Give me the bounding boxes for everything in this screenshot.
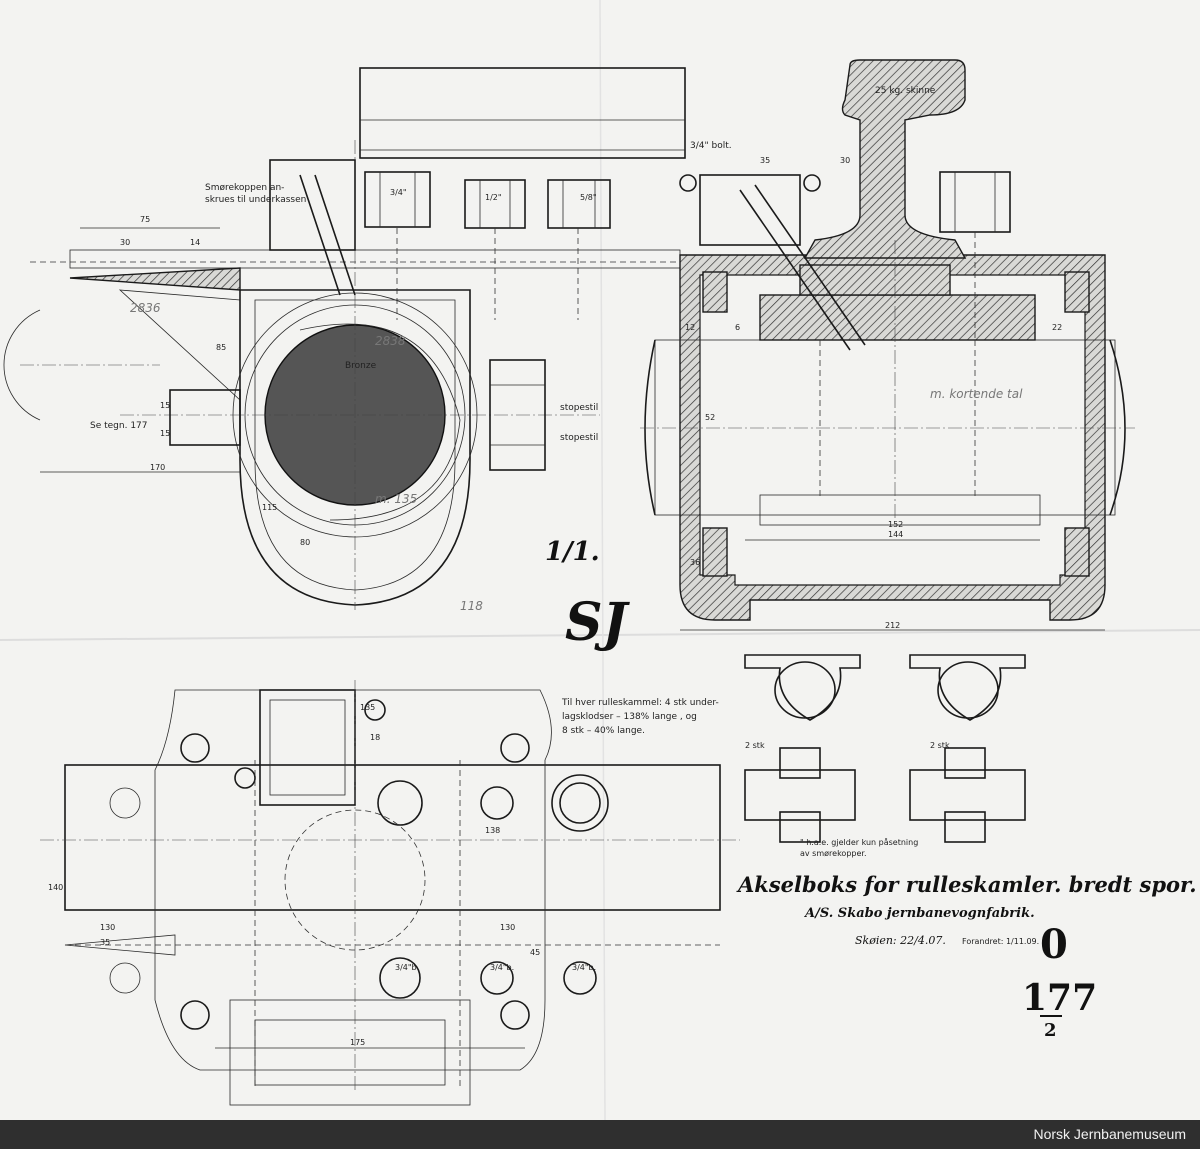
monogram: SJ xyxy=(565,592,631,653)
svg-text:15: 15 xyxy=(160,401,170,410)
svg-text:stopestil: stopestil xyxy=(560,433,598,443)
svg-text:144: 144 xyxy=(888,530,903,539)
svg-text:Se tegn. 177: Se tegn. 177 xyxy=(90,421,148,431)
plan-view: 175 130 130 35 45 135 138 18 3/4"b. 3/4"… xyxy=(40,680,740,1106)
svg-text:45: 45 xyxy=(530,948,540,957)
svg-text:m. kortende tal: m. kortende tal xyxy=(930,387,1023,401)
svg-text:Smørekoppen an-: Smørekoppen an- xyxy=(205,183,284,193)
svg-text:3/4": 3/4" xyxy=(390,188,407,197)
svg-text:80: 80 xyxy=(300,538,310,547)
svg-text:85: 85 xyxy=(216,343,226,352)
svg-text:stopestil: stopestil xyxy=(560,403,598,413)
svg-text:12: 12 xyxy=(685,323,695,332)
svg-text:1/2": 1/2" xyxy=(485,193,502,202)
svg-text:5/8": 5/8" xyxy=(580,193,597,202)
svg-text:15: 15 xyxy=(160,429,170,438)
svg-text:175: 175 xyxy=(350,1038,365,1047)
svg-text:2 stk: 2 stk xyxy=(745,741,765,750)
svg-text:35: 35 xyxy=(760,156,770,165)
detail-views: 2 stk 2 stk " h.a.e. gjelder kun påsetni… xyxy=(744,654,1026,858)
svg-text:3/4"b.: 3/4"b. xyxy=(572,963,596,972)
svg-text:3/4" bolt.: 3/4" bolt. xyxy=(690,141,732,151)
svg-text:25 kg. skinne: 25 kg. skinne xyxy=(875,86,936,96)
svg-text:2838: 2838 xyxy=(375,334,406,348)
svg-text:118: 118 xyxy=(460,599,483,613)
svg-text:14: 14 xyxy=(190,238,200,247)
svg-text:3/4"b.: 3/4"b. xyxy=(490,963,514,972)
svg-text:av smørekopper.: av smørekopper. xyxy=(800,849,867,858)
svg-text:212: 212 xyxy=(885,621,900,630)
changed-date: Forandret: 1/11.09. xyxy=(962,937,1039,946)
svg-text:35: 35 xyxy=(100,938,110,947)
svg-text:75: 75 xyxy=(140,215,150,224)
svg-text:3/4"b.: 3/4"b. xyxy=(395,963,419,972)
svg-text:m. 135: m. 135 xyxy=(375,492,417,506)
svg-text:18: 18 xyxy=(370,733,380,742)
svg-text:skrues til underkassen: skrues til underkassen xyxy=(205,195,306,205)
svg-text:170: 170 xyxy=(150,463,165,472)
svg-text:138: 138 xyxy=(485,826,500,835)
drawing-date: Skøien: 22/4.07. xyxy=(855,934,946,947)
svg-text:36: 36 xyxy=(690,558,700,567)
svg-text:140: 140 xyxy=(48,883,63,892)
svg-text:8 stk – 40% lange.: 8 stk – 40% lange. xyxy=(562,726,645,736)
svg-text:1/1.: 1/1. xyxy=(545,537,600,567)
svg-text:2836: 2836 xyxy=(130,301,161,315)
footer-bar: Norsk Jernbanemuseum xyxy=(0,1120,1200,1149)
svg-text:Bronze: Bronze xyxy=(345,361,377,371)
svg-text:135: 135 xyxy=(360,703,375,712)
svg-text:52: 52 xyxy=(705,413,715,422)
svg-text:115: 115 xyxy=(262,503,277,512)
svg-text:lagsklodser – 138% lange , og: lagsklodser – 138% lange , og xyxy=(562,712,697,722)
svg-text:2 stk: 2 stk xyxy=(930,741,950,750)
svg-text:130: 130 xyxy=(100,923,115,932)
svg-text:30: 30 xyxy=(840,156,850,165)
engineering-drawing: 75 30 14 170 15 15 85 115 80 3/4" 1/2" 5… xyxy=(0,0,1200,1120)
drawing-title: Akselboks for rulleskamler. bredt spor. xyxy=(736,872,1197,897)
svg-text:22: 22 xyxy=(1052,323,1062,332)
side-view: 75 30 14 170 15 15 85 115 80 3/4" 1/2" 5… xyxy=(3,67,686,613)
company-name: A/S. Skabo jernbanevognfabrik. xyxy=(803,906,1035,921)
svg-text:Til hver rulleskammel: 4 stk u: Til hver rulleskammel: 4 stk under- xyxy=(561,698,719,708)
museum-credit: Norsk Jernbanemuseum xyxy=(1033,1126,1186,1142)
svg-text:130: 130 xyxy=(500,923,515,932)
drawing-sub-bottom: 2 xyxy=(1044,1020,1057,1041)
title-block: Akselboks for rulleskamler. bredt spor. … xyxy=(736,872,1197,1041)
drawing-sub-top: 177 xyxy=(1022,977,1097,1019)
front-section-view: 25 kg. skinne 3/4" bolt. 212 144 152 35 … xyxy=(640,59,1135,631)
svg-text:" h.a.e. gjelder kun påsetning: " h.a.e. gjelder kun påsetning xyxy=(800,837,918,847)
svg-text:30: 30 xyxy=(120,238,130,247)
drawing-number: 0 xyxy=(1040,921,1068,968)
svg-text:6: 6 xyxy=(735,323,740,332)
svg-text:152: 152 xyxy=(888,520,903,529)
